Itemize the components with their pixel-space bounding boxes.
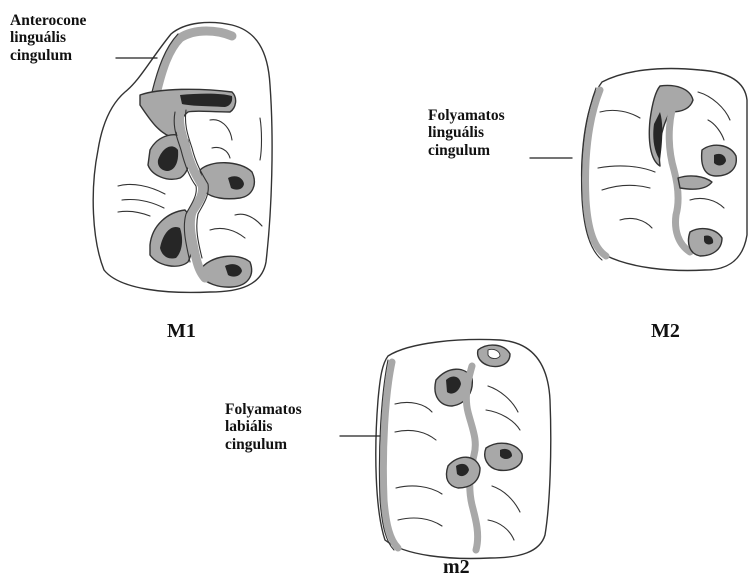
tooth-m1 (93, 22, 272, 292)
tooth-m2-lower (376, 340, 551, 559)
tooth-label-m1: M1 (167, 320, 196, 342)
tooth-m2-upper (582, 69, 747, 271)
tooth-label-m2-upper: M2 (651, 320, 680, 342)
label-folyamatos-labialis: Folyamatos labiális cingulum (225, 401, 302, 453)
m1-dentine-1 (180, 94, 232, 107)
label-anterocone: Anterocone linguális cingulum (10, 12, 86, 64)
tooth-label-m2-lower: m2 (443, 556, 470, 578)
label-folyamatos-lingualis: Folyamatos linguális cingulum (428, 107, 505, 159)
